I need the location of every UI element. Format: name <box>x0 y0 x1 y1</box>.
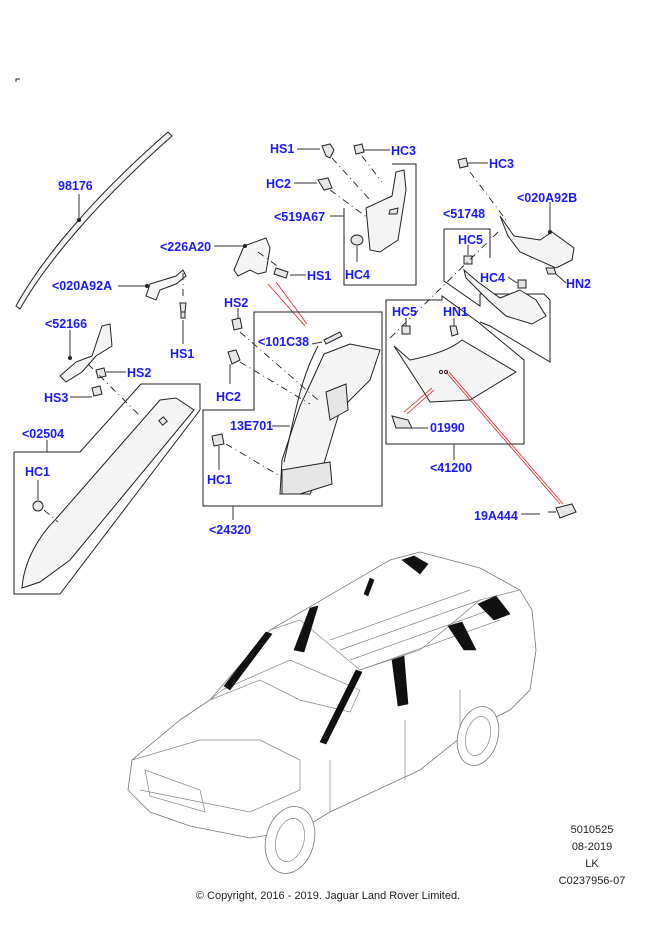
callout-hc5-upper[interactable]: HC5 <box>458 233 483 247</box>
callout-24320[interactable]: <24320 <box>209 523 251 537</box>
callout-hs1-bracket[interactable]: HS1 <box>307 269 331 283</box>
callout-hs2-center[interactable]: HS2 <box>224 296 248 310</box>
illustration-id: C0237956-07 <box>558 875 626 887</box>
callout-hc4-right[interactable]: HC4 <box>480 271 505 285</box>
callout-41200[interactable]: <41200 <box>430 461 472 475</box>
callout-020a92b[interactable]: <020A92B <box>517 191 577 205</box>
callout-hc2-top[interactable]: HC2 <box>266 177 291 191</box>
callout-hs2-left[interactable]: HS2 <box>127 366 151 380</box>
callout-hs3[interactable]: HS3 <box>44 391 68 405</box>
reference-block: 5010525 08-2019 LK C0237956-07 <box>532 822 652 890</box>
group-41200 <box>385 295 577 519</box>
vehicle-overview <box>127 551 537 874</box>
callout-519a67[interactable]: <519A67 <box>274 210 325 224</box>
callout-hs1-top[interactable]: HS1 <box>270 142 294 156</box>
highlight-c-pillar-left <box>363 577 375 597</box>
highlight-d-pillar-left <box>401 555 429 575</box>
callout-020a92a[interactable]: <020A92A <box>52 279 112 293</box>
callout-hs1-lower-left[interactable]: HS1 <box>170 347 194 361</box>
callout-hc2-center[interactable]: HC2 <box>216 390 241 404</box>
highlight-c-pillar-right <box>447 621 477 651</box>
highlight-b-pillar-right <box>391 655 409 707</box>
callout-98176[interactable]: 98176 <box>58 179 93 193</box>
callout-226a20[interactable]: <226A20 <box>160 240 211 254</box>
callout-02504[interactable]: <02504 <box>22 427 64 441</box>
part-226a20-bracket <box>214 237 308 327</box>
callout-hc5-lower[interactable]: HC5 <box>392 305 417 319</box>
callout-01990[interactable]: 01990 <box>430 421 465 435</box>
callout-hc1-center[interactable]: HC1 <box>207 473 232 487</box>
reference-date: 08-2019 <box>571 841 613 853</box>
callout-19a444[interactable]: 19A444 <box>474 509 518 523</box>
reference-code: LK <box>585 858 599 870</box>
callout-hc3-right[interactable]: HC3 <box>489 157 514 171</box>
part-98176-headliner-strip <box>15 131 173 310</box>
part-020a92a-bracket <box>118 269 187 344</box>
callout-52166[interactable]: <52166 <box>45 317 87 331</box>
callout-hn1[interactable]: HN1 <box>443 305 468 319</box>
callout-hc1-left[interactable]: HC1 <box>25 465 50 479</box>
group-02504 <box>13 383 201 595</box>
corner-mark <box>15 78 20 82</box>
group-519a67 <box>294 143 417 286</box>
callout-13e701[interactable]: 13E701 <box>230 419 273 433</box>
callout-hc4-top[interactable]: HC4 <box>345 268 370 282</box>
part-52166-bracket <box>59 323 141 417</box>
group-24320 <box>202 308 383 520</box>
highlight-a-pillar-left <box>223 631 273 691</box>
callout-hn2[interactable]: HN2 <box>566 277 591 291</box>
highlight-d-pillar-right <box>477 595 511 621</box>
highlight-b-pillar-left <box>293 605 319 653</box>
copyright-notice: © Copyright, 2016 - 2019. Jaguar Land Ro… <box>195 890 461 902</box>
reference-number: 5010525 <box>570 824 614 836</box>
callout-51748[interactable]: <51748 <box>443 207 485 221</box>
highlight-a-pillar-right <box>319 669 363 745</box>
callout-hc3-top[interactable]: HC3 <box>391 144 416 158</box>
callout-101c38[interactable]: <101C38 <box>258 335 309 349</box>
